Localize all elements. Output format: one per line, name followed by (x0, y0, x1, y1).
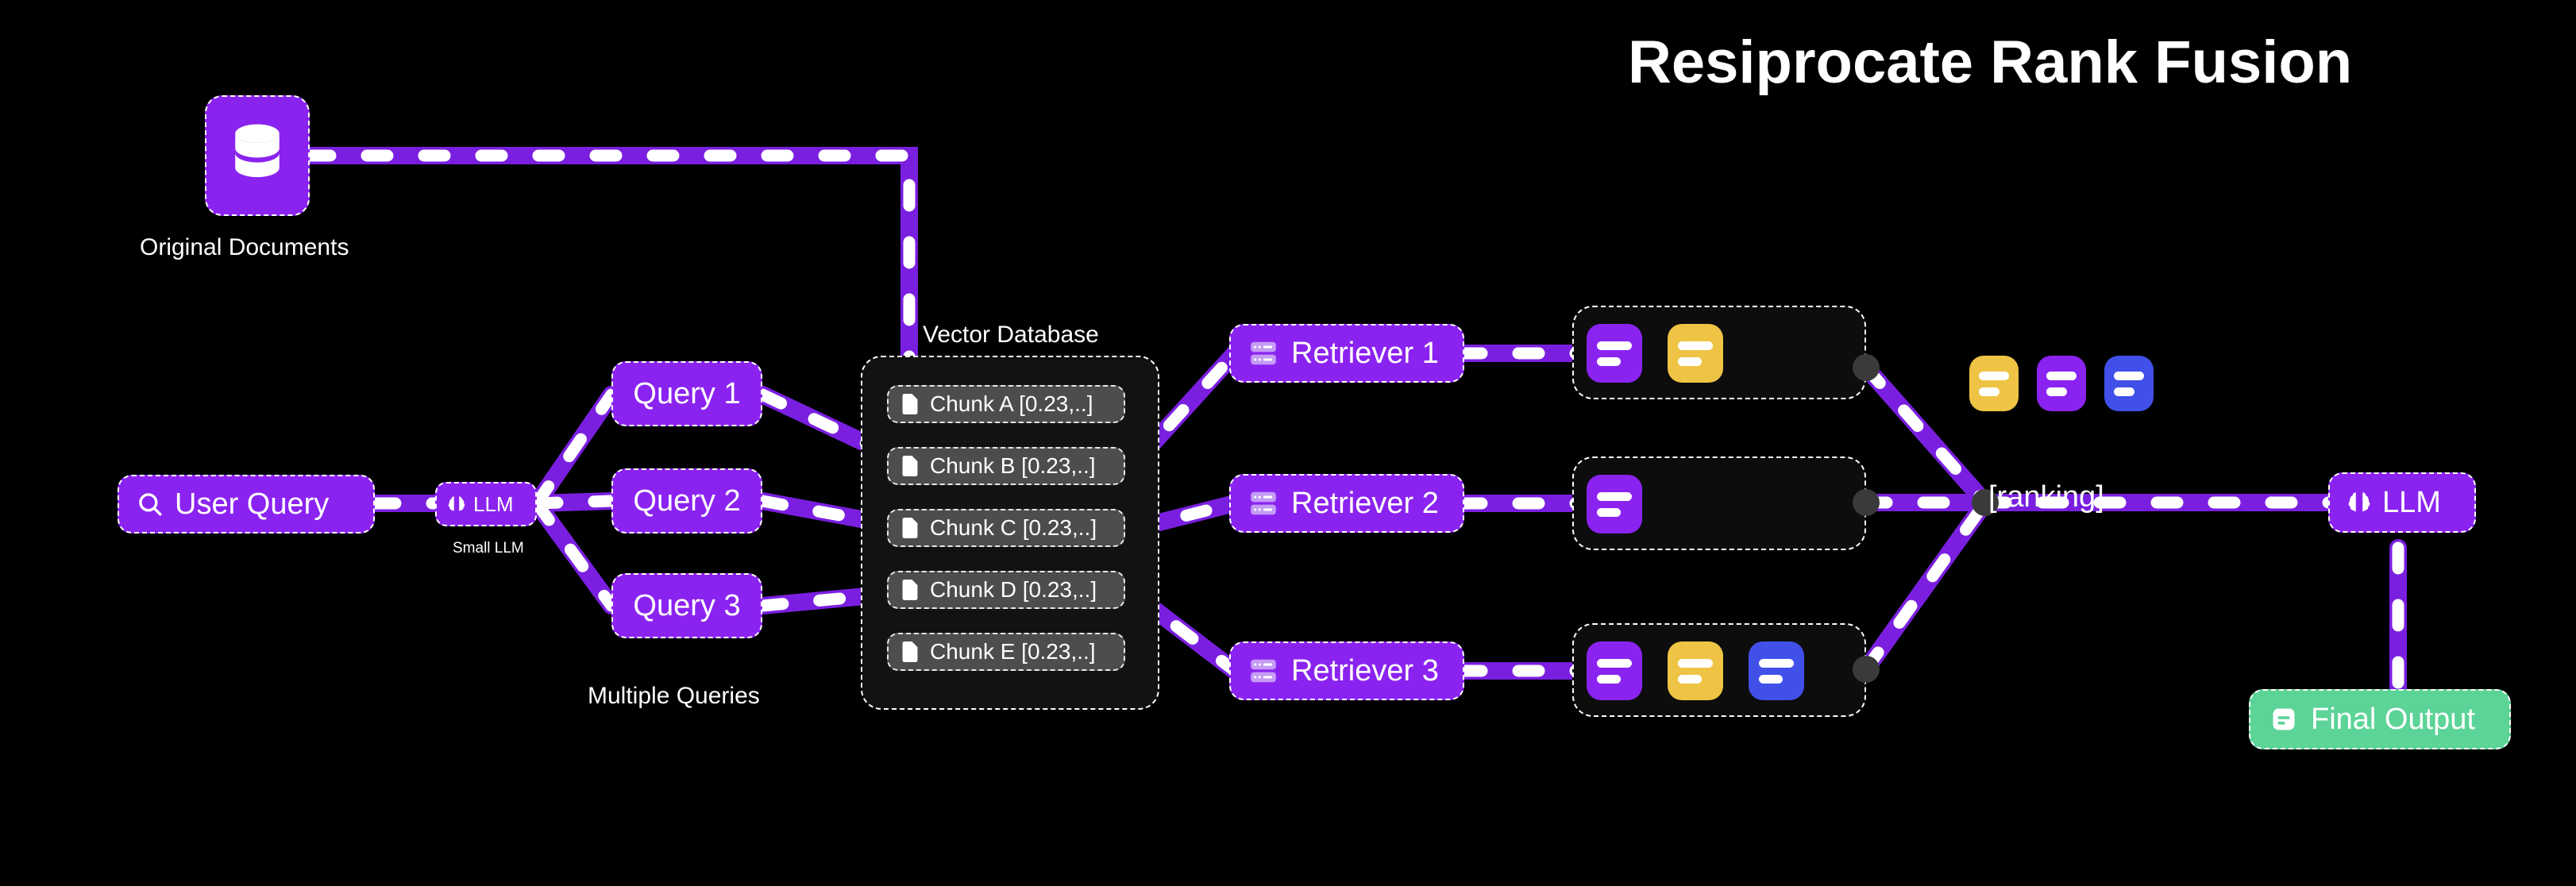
query-label: Query 3 (633, 589, 741, 622)
card-line (1759, 674, 1783, 684)
query-label: Query 2 (633, 484, 741, 518)
query-node-2[interactable]: Query 2 (611, 468, 762, 534)
chunk-row-d[interactable]: Chunk D [0.23,..] (887, 571, 1125, 609)
card-line (1678, 658, 1713, 668)
final-output-node[interactable]: Final Output (2249, 689, 2511, 749)
retriever-label: Retriever 1 (1291, 337, 1439, 370)
edge-llm-to-query1 (528, 386, 620, 512)
chunk-label: Chunk B [0.23,..] (930, 453, 1096, 478)
card-line (1597, 356, 1621, 366)
chunk-row-a[interactable]: Chunk A [0.23,..] (887, 385, 1125, 423)
card-line (1678, 674, 1702, 684)
edge-llm-to-query2 (528, 492, 620, 512)
small-llm-node[interactable]: LLM (435, 482, 537, 526)
card-line (1597, 341, 1632, 350)
edge-llm-to-query3 (528, 495, 620, 614)
retriever-node-1[interactable]: Retriever 1 (1229, 324, 1464, 383)
card-line (1597, 507, 1621, 517)
file-icon (901, 518, 919, 538)
result-card[interactable] (1587, 641, 1642, 700)
fused-card[interactable] (2037, 356, 2086, 411)
multiple-queries-caption: Multiple Queries (588, 683, 760, 709)
chunk-label: Chunk E [0.23,..] (930, 639, 1096, 664)
server-rack-icon (1248, 338, 1278, 368)
retriever-node-2[interactable]: Retriever 2 (1229, 474, 1464, 533)
server-rack-icon (1248, 656, 1278, 686)
file-icon (901, 641, 919, 662)
small-llm-caption: Small LLM (453, 540, 524, 557)
result-card[interactable] (1587, 324, 1642, 383)
retriever-label: Retriever 2 (1291, 487, 1439, 520)
card-line (1978, 387, 1999, 396)
card-line (2046, 387, 2067, 396)
brain-icon (2346, 489, 2373, 516)
card-line (1678, 341, 1713, 350)
query-node-3[interactable]: Query 3 (611, 573, 762, 638)
search-icon (137, 491, 164, 518)
vector-database-label: Vector Database (923, 322, 1099, 348)
query-label: Query 1 (633, 377, 741, 410)
chunk-row-e[interactable]: Chunk E [0.23,..] (887, 633, 1125, 671)
retriever-label: Retriever 3 (1291, 654, 1439, 688)
result-card[interactable] (1668, 324, 1723, 383)
group-output-handle-2[interactable] (1853, 489, 1880, 516)
result-card[interactable] (1668, 641, 1723, 700)
brain-icon (446, 494, 467, 514)
card-line (1597, 674, 1621, 684)
retriever-node-3[interactable]: Retriever 3 (1229, 641, 1464, 700)
chunk-label: Chunk D [0.23,..] (930, 577, 1097, 602)
database-icon (228, 121, 287, 191)
group-output-handle-3[interactable] (1853, 656, 1880, 683)
chunk-row-b[interactable]: Chunk B [0.23,..] (887, 447, 1125, 485)
ranking-label: [ranking] (1988, 480, 2104, 514)
server-rack-icon (1248, 488, 1278, 518)
card-line (1759, 658, 1794, 668)
file-icon (901, 394, 919, 414)
fusion-node-handle[interactable] (1972, 489, 1999, 516)
original-documents-node[interactable] (205, 95, 310, 216)
chunk-row-c[interactable]: Chunk C [0.23,..] (887, 509, 1125, 547)
card-line (1597, 658, 1632, 668)
group-output-handle-1[interactable] (1853, 354, 1880, 381)
result-card[interactable] (1587, 475, 1642, 534)
original-documents-label: Original Documents (140, 234, 349, 260)
card-line (2113, 387, 2134, 396)
edge-results3-to-fusion (1857, 494, 1994, 678)
card-line (1978, 371, 2010, 380)
edge-docs-to-vectordb (301, 147, 918, 374)
final-llm-node[interactable]: LLM (2328, 472, 2476, 533)
file-icon (901, 580, 919, 600)
user-query-node[interactable]: User Query (118, 475, 375, 534)
card-line (2046, 371, 2077, 380)
final-llm-label: LLM (2382, 486, 2441, 519)
document-icon (2269, 705, 2298, 734)
fused-card[interactable] (1969, 356, 2019, 411)
card-line (1678, 356, 1702, 366)
query-node-1[interactable]: Query 1 (611, 361, 762, 426)
file-icon (901, 456, 919, 476)
user-query-label: User Query (175, 487, 330, 521)
fused-card[interactable] (2104, 356, 2154, 411)
small-llm-label: LLM (473, 492, 514, 516)
page-title: Resiprocate Rank Fusion (1628, 29, 2353, 96)
chunk-label: Chunk A [0.23,..] (930, 391, 1093, 416)
final-output-label: Final Output (2311, 703, 2475, 736)
edge-results1-to-fusion (1857, 359, 1994, 511)
result-card[interactable] (1749, 641, 1804, 700)
chunk-label: Chunk C [0.23,..] (930, 515, 1097, 540)
card-line (1597, 491, 1632, 501)
card-line (2113, 371, 2145, 380)
